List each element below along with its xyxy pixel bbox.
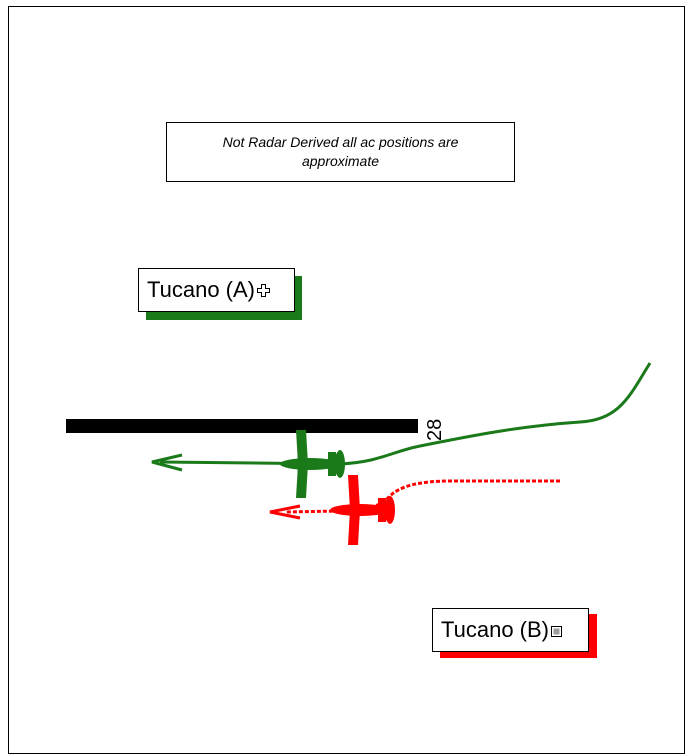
label-b: Tucano (B) [432,608,589,652]
square-dot-icon [551,617,563,643]
track-b-arrowhead [269,504,301,520]
label-a: Tucano (A) [138,268,295,312]
runway-designator: 28 [424,419,446,441]
aircraft-b-icon [330,475,395,545]
track-b [284,479,560,514]
label-b-text: Tucano (B) [441,617,550,642]
label-a-text: Tucano (A) [147,277,256,302]
aircraft-a-icon [280,430,345,498]
disclaimer-note: Not Radar Derived all ac positions are a… [166,122,515,182]
runway [66,419,418,433]
track-a-arrowhead [151,453,183,472]
disclaimer-text: Not Radar Derived all ac positions are a… [222,134,459,169]
track-a [159,362,652,466]
plus-box-icon [257,277,271,303]
